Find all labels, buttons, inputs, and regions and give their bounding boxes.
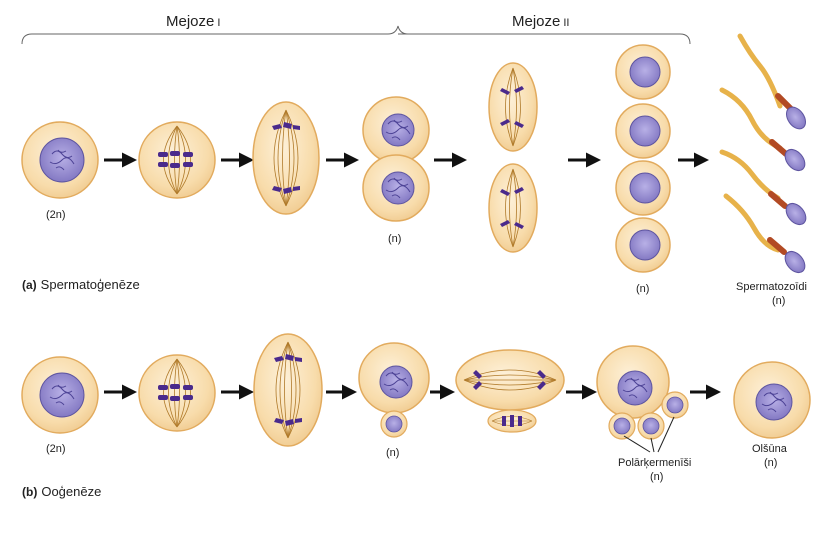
row-a-n-label-2: (n) bbox=[636, 283, 649, 295]
row-a-title: (a)Spermatoģenēze bbox=[22, 277, 140, 292]
row-a-metaphase-1-cell bbox=[138, 121, 216, 199]
row-b-n-label-1: (n) bbox=[386, 447, 399, 459]
row-b-polar-label: Polārķermenīši bbox=[618, 457, 691, 469]
row-a-anaphase-1-cell bbox=[252, 101, 320, 215]
row-b-egg-cell bbox=[733, 361, 811, 439]
row-b-anaphase-1-cell bbox=[253, 333, 323, 447]
row-a-sperm-label: Spermatozoīdi bbox=[736, 281, 807, 293]
row-b-secondary-oocyte bbox=[358, 342, 430, 438]
row-a-n-label-1: (n) bbox=[388, 233, 401, 245]
row-a-sperm-n-label: (n) bbox=[772, 295, 785, 307]
row-b-egg-label: Olšūna bbox=[752, 443, 788, 455]
row-a-sperm-cells bbox=[719, 33, 807, 274]
row-a-primary-cell bbox=[21, 121, 99, 199]
row-b-egg-n-label: (n) bbox=[764, 457, 777, 469]
meiosis-2-brace bbox=[398, 33, 691, 45]
row-b-ootid-with-polar-bodies bbox=[596, 345, 689, 453]
row-a-spermatids bbox=[615, 44, 671, 273]
row-a-telophase-1-cells bbox=[362, 96, 430, 222]
row-b-2n-label: (2n) bbox=[46, 443, 66, 455]
row-a-meiosis-2-cells bbox=[488, 62, 538, 253]
row-b-title: (b)Ooģenēze bbox=[22, 484, 101, 499]
row-a-2n-label: (2n) bbox=[46, 209, 66, 221]
row-b-polar-n-label: (n) bbox=[650, 471, 663, 483]
row-b-metaphase-1-cell bbox=[138, 354, 216, 432]
row-b-primary-cell bbox=[21, 356, 99, 434]
row-b-meiosis-2-cells bbox=[455, 349, 565, 433]
meiosis-1-brace bbox=[21, 25, 409, 45]
